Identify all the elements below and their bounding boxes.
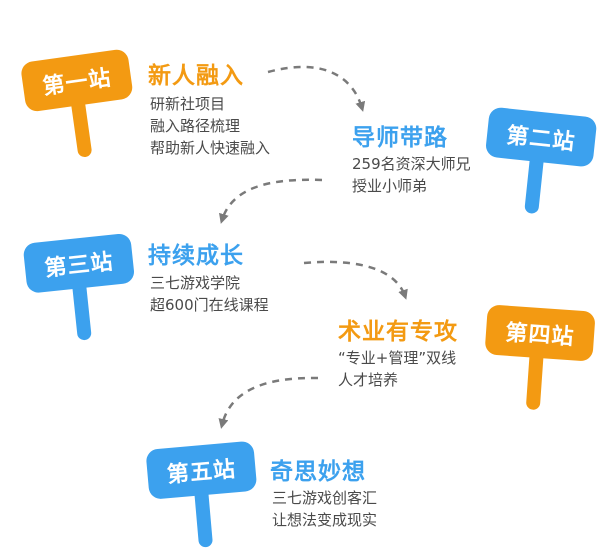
station-5-line: 三七游戏创客汇: [272, 489, 378, 507]
station-5-sign-label: 第五站: [145, 440, 258, 500]
station-4-sign-label: 第四站: [484, 304, 596, 362]
arrow-3-to-4: [303, 260, 408, 300]
station-4-signpost: 第四站: [480, 304, 597, 421]
station-5-line: 让想法变成现实: [272, 511, 378, 529]
station-4-line: 人才培养: [338, 371, 399, 389]
station-3-title: 持续成长: [148, 243, 244, 269]
station-2-line: 259名资深大师兄: [352, 155, 471, 173]
station-1-signpost: 第一站: [19, 48, 144, 172]
station-1-line: 融入路径梳理: [150, 117, 241, 135]
station-1-title: 新人融入: [148, 63, 244, 89]
station-3-description: 三七游戏学院 超600门在线课程: [150, 272, 269, 316]
arrow-4-to-5: [218, 376, 319, 429]
station-5-signpost: 第五站: [145, 440, 264, 559]
station-4-description: “专业+管理”双线 人才培养: [338, 347, 456, 391]
station-3-line: 超600门在线课程: [150, 296, 269, 314]
station-2-signpost: 第二站: [479, 106, 600, 228]
station-5-description: 三七游戏创客汇 让想法变成现实: [272, 487, 377, 531]
station-1-line: 研新社项目: [150, 95, 226, 113]
station-1-description: 研新社项目 融入路径梳理 帮助新人快速融入: [150, 93, 270, 159]
station-2-description: 259名资深大师兄 授业小师弟: [352, 153, 471, 197]
station-4-line: “专业+管理”双线: [338, 349, 457, 367]
arrow-1-to-2: [267, 65, 366, 112]
station-4-title: 术业有专攻: [338, 319, 458, 345]
station-1-line: 帮助新人快速融入: [150, 139, 271, 157]
arrow-2-to-3: [219, 178, 323, 224]
dashed-flow-arrows: [218, 65, 408, 429]
station-3-signpost: 第三站: [22, 232, 144, 354]
career-path-diagram: 第一站 新人融入 研新社项目 融入路径梳理 帮助新人快速融入 第二站 导师带路 …: [19, 48, 600, 548]
station-3-line: 三七游戏学院: [150, 274, 241, 292]
station-3-sign-label: 第三站: [22, 232, 136, 294]
station-2-line: 授业小师弟: [352, 177, 428, 195]
station-5-title: 奇思妙想: [270, 459, 366, 485]
station-2-title: 导师带路: [352, 125, 448, 151]
station-2-sign-label: 第二站: [484, 106, 598, 168]
